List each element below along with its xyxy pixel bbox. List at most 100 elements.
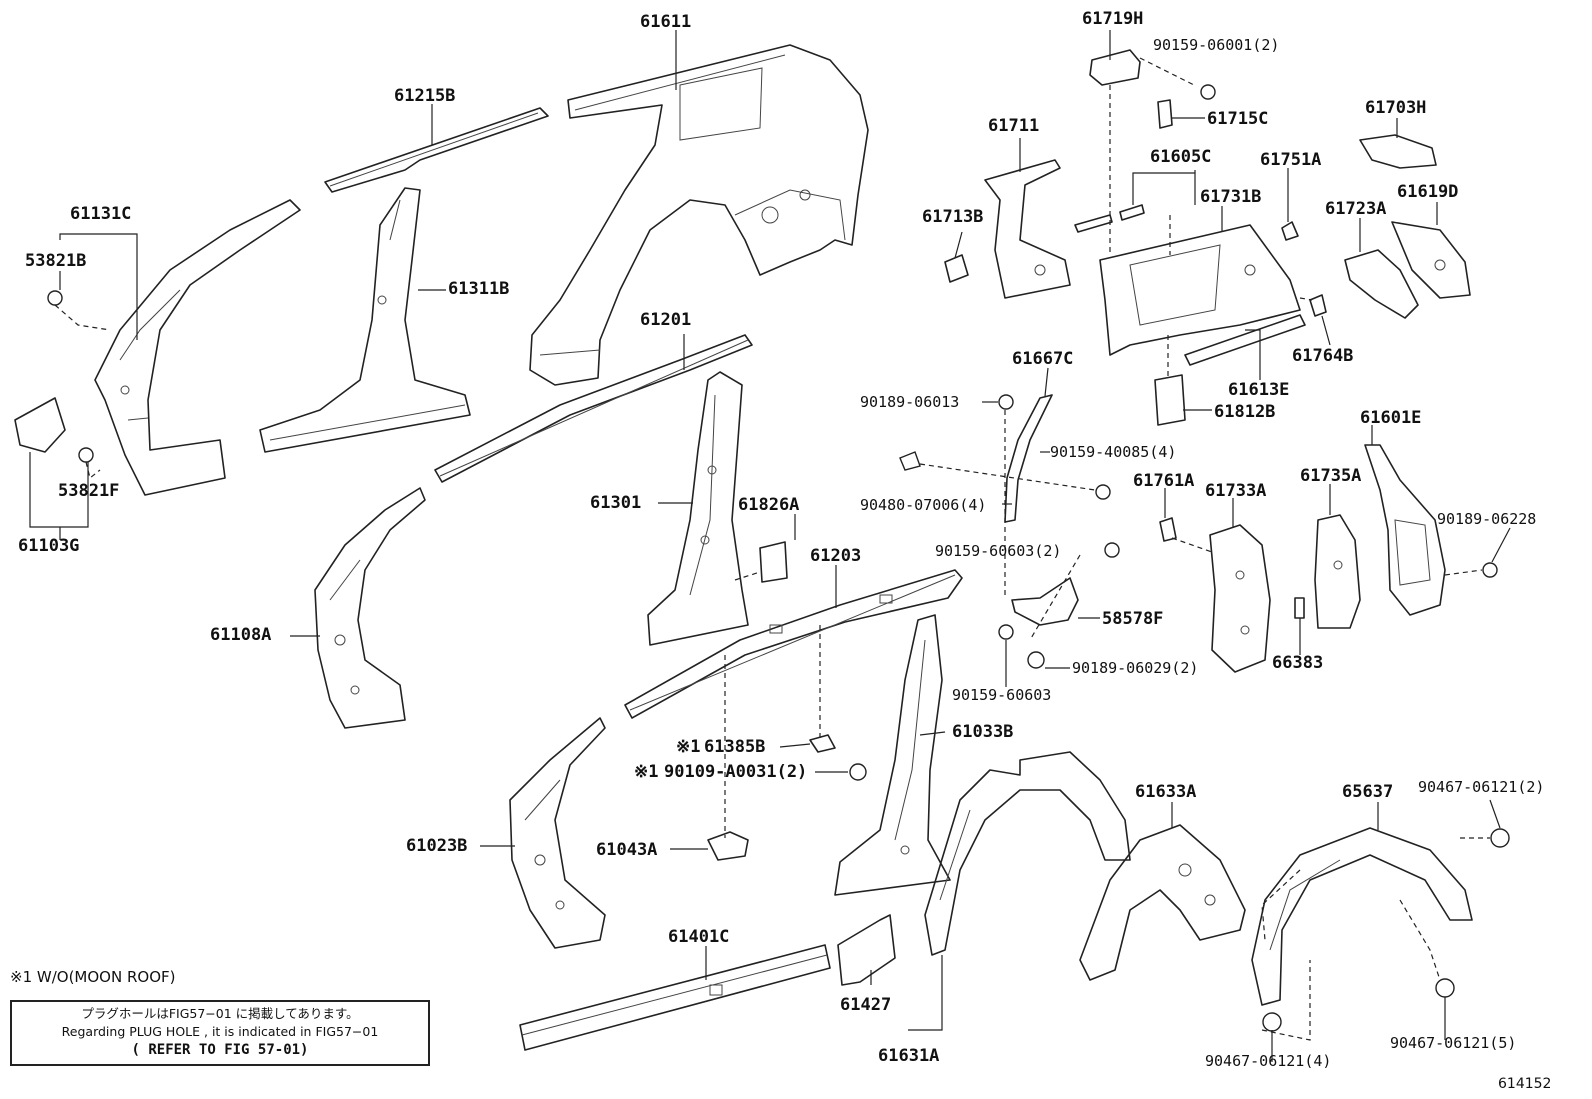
nut-90467-06121-4 xyxy=(1262,1012,1282,1032)
label-61108A: 61108A xyxy=(210,625,271,645)
label-61631A: 61631A xyxy=(878,1046,939,1066)
label-61203: 61203 xyxy=(810,546,861,566)
nut-53821B xyxy=(47,290,63,306)
label-90189-06029: 90189-06029(2) xyxy=(1072,659,1198,677)
label-61601E: 61601E xyxy=(1360,408,1421,428)
part-61826A-pad xyxy=(759,541,788,583)
footnote-moon-roof: ※1 W/O(MOON ROOF) xyxy=(10,968,176,986)
label-61131C: 61131C xyxy=(70,204,131,224)
part-61601E-panel xyxy=(1364,444,1446,616)
label-90189-06228: 90189-06228 xyxy=(1437,510,1536,528)
mark-ref1b: ※1 xyxy=(634,762,658,782)
nut-90467-06121-5 xyxy=(1435,978,1455,998)
part-61023B-pillar-lower xyxy=(509,717,606,949)
label-61735A: 61735A xyxy=(1300,466,1361,486)
label-61703H: 61703H xyxy=(1365,98,1426,118)
part-61385B-bracket xyxy=(809,734,836,753)
part-61667C-gutter xyxy=(1004,394,1053,523)
label-61301: 61301 xyxy=(590,493,641,513)
part-61401C-rocker-panel xyxy=(519,944,831,1051)
part-61301-center-pillar-inner xyxy=(647,371,749,646)
part-61311B-center-pillar xyxy=(259,187,471,453)
part-61605C-brackets xyxy=(1074,204,1145,233)
part-61203-roof-rail-inner xyxy=(624,569,963,719)
part-61131C-front-pillar xyxy=(94,199,301,496)
part-61613E-lower-rail xyxy=(1184,314,1306,366)
label-61043A: 61043A xyxy=(596,840,657,860)
part-61201-roof-rail xyxy=(434,334,753,483)
bolt-90109-A0031 xyxy=(849,763,867,781)
label-61715C: 61715C xyxy=(1207,109,1268,129)
label-61385B: 61385B xyxy=(704,737,765,757)
part-61611-quarter-panel xyxy=(529,44,869,386)
label-90189-06013: 90189-06013 xyxy=(860,393,959,411)
part-61751A-clip xyxy=(1281,221,1299,241)
label-61201: 61201 xyxy=(640,310,691,330)
part-61723A-extension xyxy=(1344,249,1419,319)
label-61033B: 61033B xyxy=(952,722,1013,742)
figure-number: 614152 xyxy=(1498,1076,1552,1092)
label-61613E: 61613E xyxy=(1228,380,1289,400)
part-61764B-clip xyxy=(1309,294,1327,317)
part-61108A-pillar-inner xyxy=(314,487,426,729)
bolt-90159-60603-2 xyxy=(1104,542,1120,558)
clip-53821F xyxy=(78,447,94,463)
label-61619D: 61619D xyxy=(1397,182,1458,202)
label-61667C: 61667C xyxy=(1012,349,1073,369)
part-61427-gusset xyxy=(837,914,896,986)
label-90109-A0031: 90109-A0031(2) xyxy=(664,762,807,782)
note-japanese: プラグホールはFIG57−01 に掲載してあります。 xyxy=(81,1006,359,1021)
label-90159-60603: 90159-60603 xyxy=(952,686,1051,704)
note-refer: ( REFER TO FIG 57-01) xyxy=(131,1042,309,1058)
part-66383-clip xyxy=(1294,597,1305,619)
label-61103G: 61103G xyxy=(18,536,79,556)
label-61761A: 61761A xyxy=(1133,471,1194,491)
label-61633A: 61633A xyxy=(1135,782,1196,802)
part-61043A-bracket xyxy=(707,831,749,861)
label-61611: 61611 xyxy=(640,12,691,32)
part-61715C-clip xyxy=(1157,99,1173,129)
label-53821F: 53821F xyxy=(58,481,119,501)
label-61812B: 61812B xyxy=(1214,402,1275,422)
label-90480-07006: 90480-07006(4) xyxy=(860,496,986,514)
part-61735A-panel xyxy=(1314,514,1361,629)
part-61719H-bracket xyxy=(1089,49,1141,86)
label-90159-60603-2: 90159-60603(2) xyxy=(935,542,1061,560)
label-90159-40085: 90159-40085(4) xyxy=(1050,443,1176,461)
part-61812B-pad xyxy=(1154,374,1186,426)
label-61605C: 61605C xyxy=(1150,147,1211,167)
label-66383: 66383 xyxy=(1272,653,1323,673)
label-61311B: 61311B xyxy=(448,279,509,299)
label-90467-06121-4: 90467-06121(4) xyxy=(1205,1052,1331,1070)
nut-90467-06121-2 xyxy=(1490,828,1510,848)
part-61761A-clip xyxy=(1159,517,1177,542)
label-61023B: 61023B xyxy=(406,836,467,856)
leader-lines xyxy=(29,30,1511,1062)
part-61033B-pillar-lower xyxy=(834,614,951,896)
nut-90189-06228 xyxy=(1482,562,1498,578)
mark-ref1: ※1 xyxy=(676,737,700,757)
part-61631A-wheel-house-outer xyxy=(924,751,1131,956)
nut-90189-06013 xyxy=(998,394,1014,410)
label-61427: 61427 xyxy=(840,995,891,1015)
part-58578F-bracket xyxy=(1011,577,1079,626)
bolt-90159-60603 xyxy=(998,624,1014,640)
bracket-61103G xyxy=(14,397,66,453)
label-61764B: 61764B xyxy=(1292,346,1353,366)
note-english: Regarding PLUG HOLE , it is indicated in… xyxy=(61,1024,379,1039)
part-61733A-panel xyxy=(1209,524,1271,673)
label-61723A: 61723A xyxy=(1325,199,1386,219)
hardware xyxy=(14,84,1510,1032)
bolt-90159-06001 xyxy=(1200,84,1216,100)
part-61713B-bracket xyxy=(944,254,969,283)
bolt-90159-40085 xyxy=(1095,484,1111,500)
label-61401C: 61401C xyxy=(668,927,729,947)
label-61711: 61711 xyxy=(988,116,1039,136)
part-61731B-quarter-inner xyxy=(1099,224,1301,356)
plug-hole-note: プラグホールはFIG57−01 に掲載してあります。 Regarding PLU… xyxy=(10,1000,430,1066)
part-65637-wheel-liner xyxy=(1251,827,1473,1006)
nut-90189-06029 xyxy=(1027,651,1045,669)
label-53821B: 53821B xyxy=(25,251,86,271)
label-90159-06001: 90159-06001(2) xyxy=(1153,36,1279,54)
